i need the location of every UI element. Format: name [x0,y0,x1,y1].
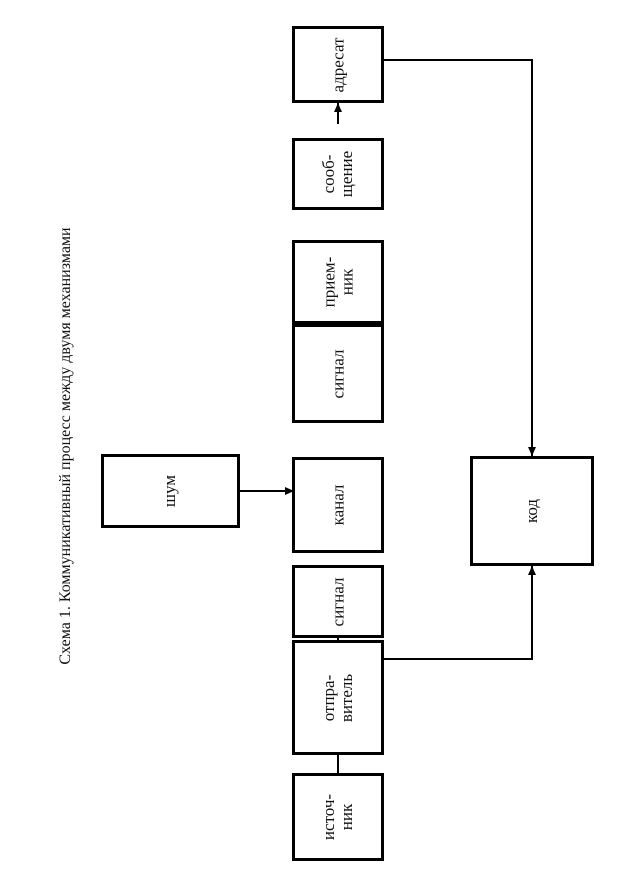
node-signal-1-label: сигнал [328,577,347,626]
node-priemnik: прием- ник [292,240,384,324]
node-otpravitel-line-1: отпра- [319,674,338,721]
node-otpravitel-box: отпра- витель [292,640,384,755]
node-istochnik: источ- ник [292,773,384,861]
node-shum-line: шум [160,474,180,508]
node-signal-2-label: сигнал [328,349,347,398]
node-kod-line: код [522,498,541,524]
arrow-otpravitel-to-kod [384,566,536,660]
node-istochnik-line-2: ник [337,803,356,831]
node-kanal-label: канал [327,484,347,526]
node-priemnik-label: прием- ник [318,256,356,308]
node-signal-2-line: сигнал [328,349,347,398]
node-signal-2: сигнал [292,324,384,423]
node-signal-1: сигнал [292,565,384,638]
node-kanal-line: канал [327,484,347,526]
node-signal-1-line: сигнал [328,577,347,626]
node-kod-label: код [522,498,541,524]
arrow-adresat-to-kod [384,59,536,456]
node-istochnik-label: источ- ник [319,793,356,841]
node-priemnik-line-2: ник [336,268,356,296]
node-otpravitel-label: отпра- витель [319,673,356,722]
node-shum: шум [101,454,240,528]
node-priemnik-line-1: прием- [318,256,338,308]
node-soobshchenie-line-2: щение [336,150,356,198]
node-adresat-label: адресат [327,37,347,92]
node-otpravitel-line-2: витель [337,673,356,722]
node-soobshchenie: сооб- щение [292,138,384,210]
node-kanal: канал [292,457,384,553]
node-shum-label: шум [160,474,180,508]
node-adresat-line: адресат [327,37,347,92]
node-istochnik-line-1: источ- [319,793,338,841]
node-adresat: адресат [292,26,384,103]
node-soobshchenie-label: сооб- щение [318,150,356,198]
node-soobshchenie-line-1: сооб- [318,154,338,194]
node-kod: код [470,456,594,566]
